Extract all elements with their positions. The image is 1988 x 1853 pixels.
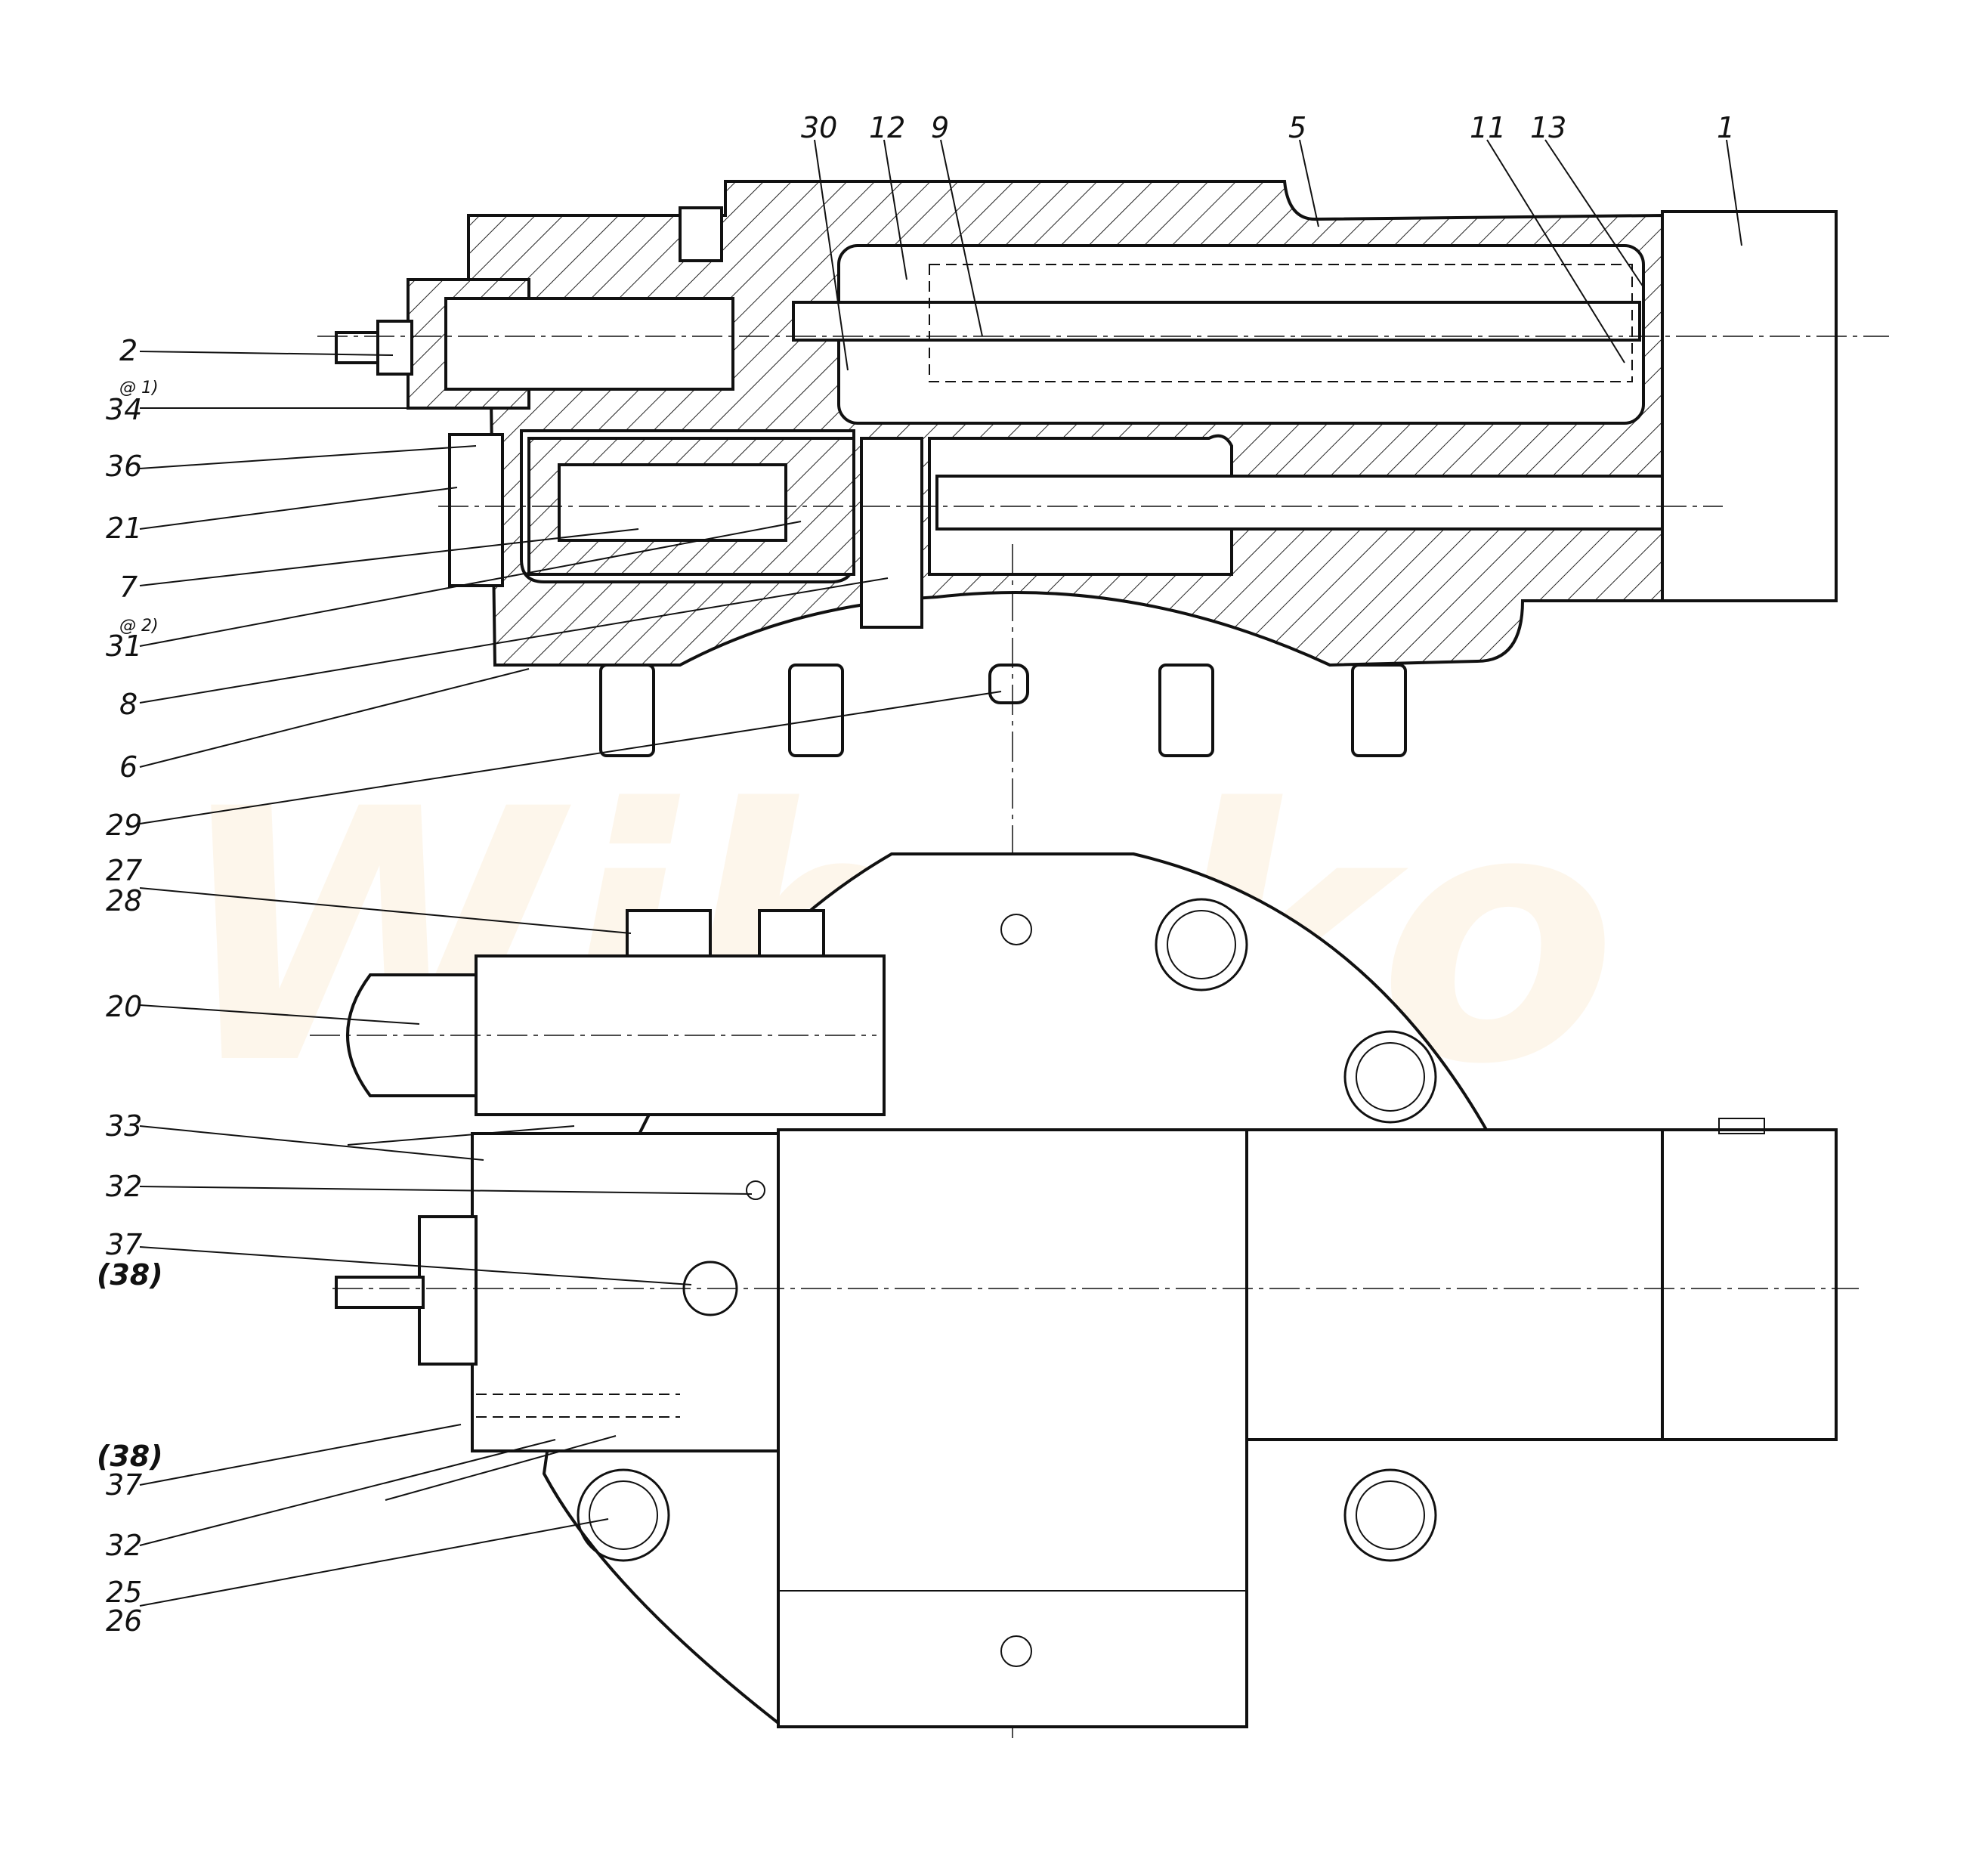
label-38b: (38) — [97, 1440, 163, 1473]
label-27: 27 — [106, 854, 142, 887]
label-6: 6 — [119, 750, 138, 784]
label-20: 20 — [106, 990, 142, 1023]
part-labels: 30 12 9 5 11 13 1 2 34 @ 1) 36 21 7 31 @… — [97, 111, 1735, 1638]
bolt-4 — [1343, 1468, 1437, 1562]
piston-bore — [558, 463, 787, 542]
label-34: 34 — [106, 393, 142, 426]
label-31: 31 — [106, 630, 142, 663]
label-9: 9 — [931, 111, 949, 144]
top-fitting — [679, 206, 723, 262]
main-block — [777, 1128, 1248, 1728]
plunger-rod — [935, 475, 1664, 531]
label-25: 25 — [106, 1576, 142, 1609]
spring-outline — [929, 264, 1633, 382]
solenoid-plug-1 — [626, 909, 712, 957]
locating-hole-2 — [1000, 1635, 1032, 1667]
solenoid-plug-2 — [758, 909, 825, 957]
cross-pin — [860, 437, 923, 629]
right-block — [1245, 1128, 1664, 1441]
label-21: 21 — [106, 512, 142, 545]
bolt-1 — [1155, 898, 1248, 991]
label-2: 2 — [119, 334, 138, 367]
label-32b: 32 — [106, 1529, 142, 1562]
locating-hole-1 — [1000, 914, 1032, 945]
section-view — [317, 180, 1889, 1738]
port-32 — [746, 1180, 765, 1200]
label-26: 26 — [106, 1604, 142, 1638]
plan-view — [310, 852, 1859, 1728]
label-11: 11 — [1470, 111, 1506, 144]
mount-pin-5 — [1351, 664, 1407, 757]
leader-lines — [139, 139, 1742, 1607]
end-fitting — [1718, 1118, 1765, 1134]
label-7: 7 — [119, 571, 138, 604]
bolt-3 — [577, 1468, 670, 1562]
bolt-2 — [1343, 1030, 1437, 1124]
mount-pin-1 — [599, 664, 655, 757]
adjuster-stem — [335, 1276, 425, 1309]
label-33: 33 — [106, 1109, 142, 1143]
label-37b: 37 — [106, 1468, 142, 1502]
label-37a: 37 — [106, 1228, 142, 1261]
label-5: 5 — [1288, 111, 1306, 144]
mount-pin-4 — [1158, 664, 1214, 757]
label-12: 12 — [869, 111, 905, 144]
adjuster-nut — [376, 320, 413, 376]
label-1: 1 — [1717, 111, 1735, 144]
valve-body — [471, 1132, 780, 1452]
end-cap — [1661, 210, 1838, 602]
spool-rod — [792, 301, 1641, 342]
mount-pin-3 — [988, 664, 1029, 704]
label-30: 30 — [801, 111, 837, 144]
adjuster-housing — [418, 1215, 478, 1366]
label-38a: (38) — [97, 1258, 163, 1292]
label-32a: 32 — [106, 1170, 142, 1203]
footnote-34: @ 1) — [119, 379, 159, 398]
label-36: 36 — [106, 450, 142, 483]
right-end — [1661, 1128, 1838, 1441]
label-8: 8 — [119, 688, 138, 721]
adjuster-bore — [444, 297, 734, 391]
mount-pin-2 — [788, 664, 844, 757]
label-29: 29 — [106, 809, 142, 842]
footnote-31: @ 2) — [119, 617, 159, 636]
plug — [448, 433, 504, 587]
label-28: 28 — [106, 884, 142, 917]
label-13: 13 — [1530, 111, 1566, 144]
